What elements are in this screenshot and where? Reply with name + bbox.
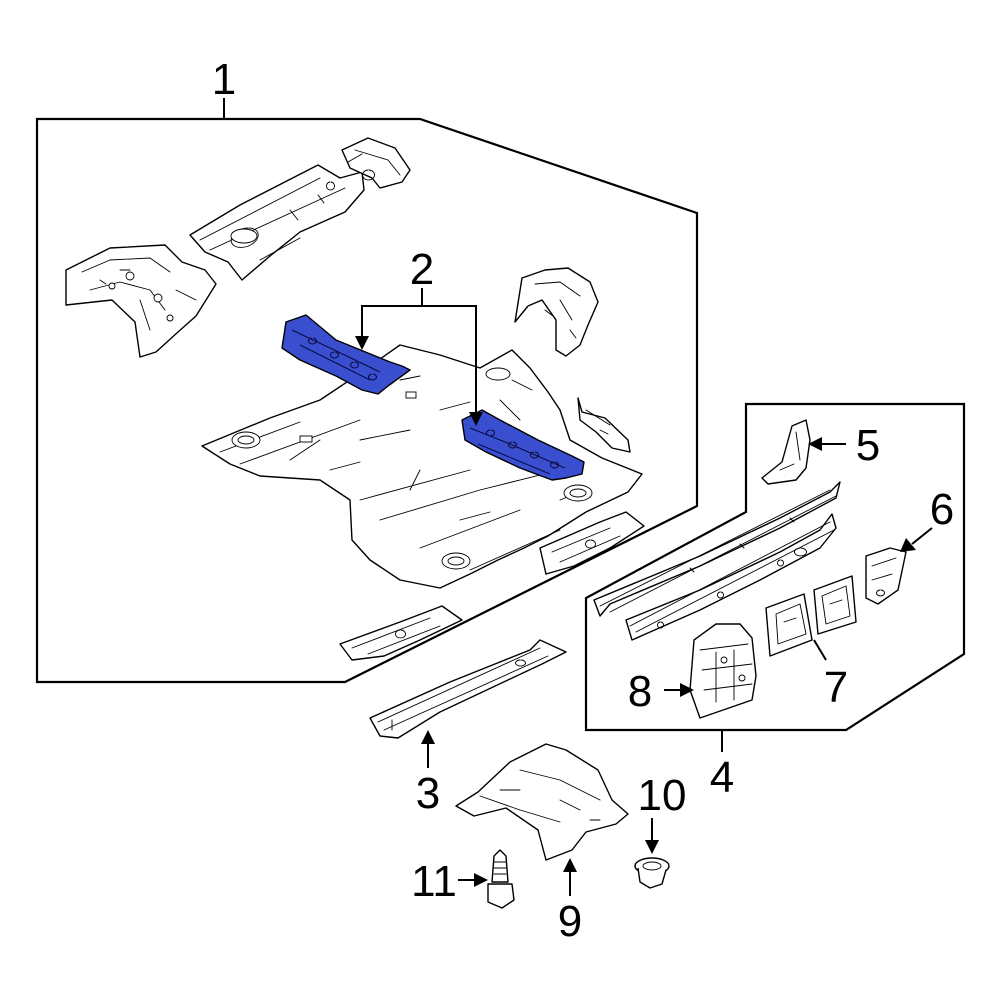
part-7-bracket-pair: [765, 575, 857, 657]
part-9-reinforcement: [455, 743, 629, 861]
callout-3: 3: [416, 769, 440, 818]
leader-5: [808, 437, 846, 451]
callout-7: 7: [824, 663, 848, 712]
rear-wheelhouse-bracket: [514, 267, 599, 357]
leader-6: [900, 527, 933, 552]
part-8-panel: [689, 623, 757, 719]
upper-rear-bracket: [341, 137, 411, 189]
callout-4: 4: [710, 753, 734, 802]
part-10-nut: [634, 857, 670, 889]
leader-2: [355, 288, 483, 426]
callout-11: 11: [411, 857, 457, 906]
part-11-bolt: [487, 849, 515, 909]
callout-1: 1: [212, 55, 236, 104]
leader-8: [664, 683, 694, 697]
leader-10: [645, 818, 659, 854]
part-6-bracket: [865, 547, 907, 605]
highlighted-crossmember-bracket-right: [461, 409, 585, 481]
callout-5: 5: [856, 421, 880, 470]
callout-10: 10: [638, 771, 687, 820]
side-sill-rail-lower: [625, 513, 837, 641]
part-3-rail: [369, 639, 567, 739]
callout-2: 2: [410, 245, 434, 294]
callout-8: 8: [628, 667, 652, 716]
rear-panel-bracket: [539, 511, 645, 575]
small-side-bracket: [577, 397, 631, 453]
highlighted-crossmember-bracket-left: [281, 314, 411, 395]
callout-9: 9: [558, 897, 582, 946]
rear-floor-pan: [201, 344, 643, 589]
part-5-bracket: [761, 419, 811, 485]
leader-7: [813, 639, 827, 661]
front-lower-bracket: [339, 605, 463, 661]
leader-11: [458, 873, 488, 887]
leader-3: [421, 730, 435, 768]
center-crossmember-panel: [189, 164, 365, 281]
side-sill-rail-upper: [593, 481, 841, 617]
front-floor-panel: [65, 244, 217, 358]
leader-9: [563, 858, 577, 896]
callout-6: 6: [930, 485, 954, 534]
